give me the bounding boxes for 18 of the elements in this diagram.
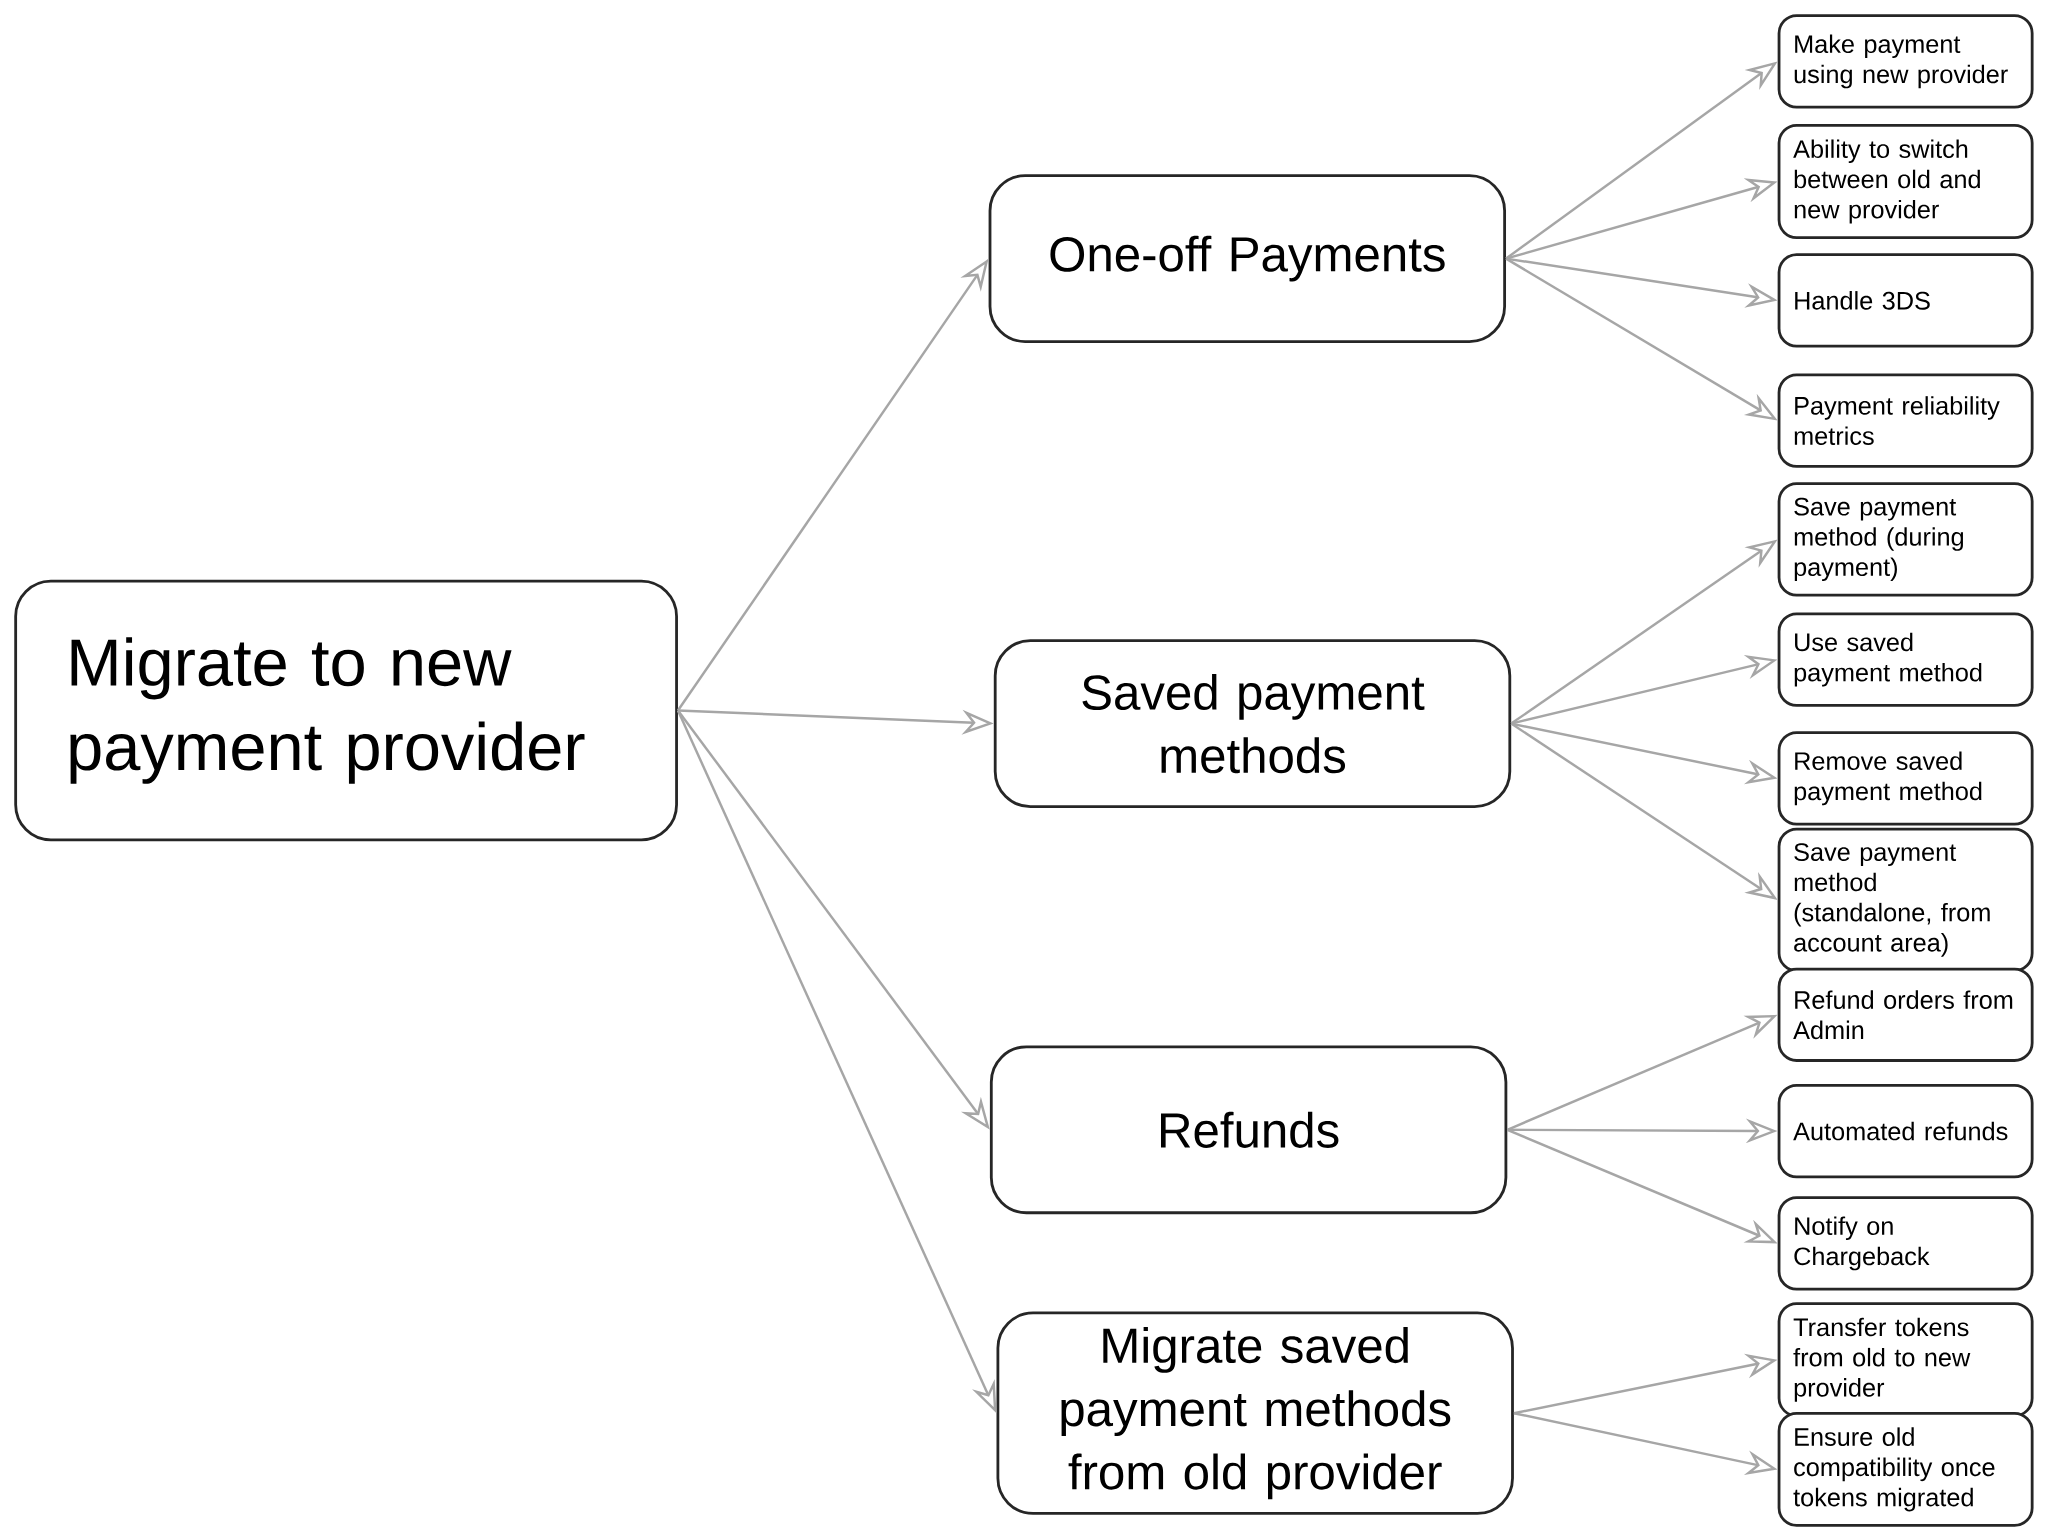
task-box: Automated refunds bbox=[1777, 1083, 2034, 1178]
task-box: Payment reliability metrics bbox=[1777, 373, 2034, 468]
task-box: Make payment using new provider bbox=[1777, 14, 2034, 109]
task-box: Notify on Chargeback bbox=[1777, 1196, 2034, 1291]
task-box: Save payment method (standalone, from account area) bbox=[1777, 827, 2034, 972]
category-box: One-off Payments bbox=[988, 174, 1506, 343]
task-box: Transfer tokens from old to new provider bbox=[1777, 1302, 2034, 1417]
task-box: Ability to switch between old and new provider bbox=[1777, 123, 2034, 239]
root-box: Migrate to new payment provider bbox=[14, 579, 678, 841]
task-box: Ensure old compatibility once tokens migrated bbox=[1777, 1411, 2034, 1527]
task-box: Save payment method (during payment) bbox=[1777, 482, 2034, 597]
category-box: Refunds bbox=[989, 1045, 1508, 1214]
task-box: Refund orders from Admin bbox=[1777, 967, 2034, 1062]
category-box: Saved payment methods bbox=[993, 639, 1512, 808]
task-box: Handle 3DS bbox=[1777, 253, 2034, 348]
task-box: Remove saved payment method bbox=[1777, 731, 2034, 826]
task-box: Use saved payment method bbox=[1777, 612, 2034, 707]
category-box: Migrate saved payment methods from old provider bbox=[996, 1311, 1514, 1515]
